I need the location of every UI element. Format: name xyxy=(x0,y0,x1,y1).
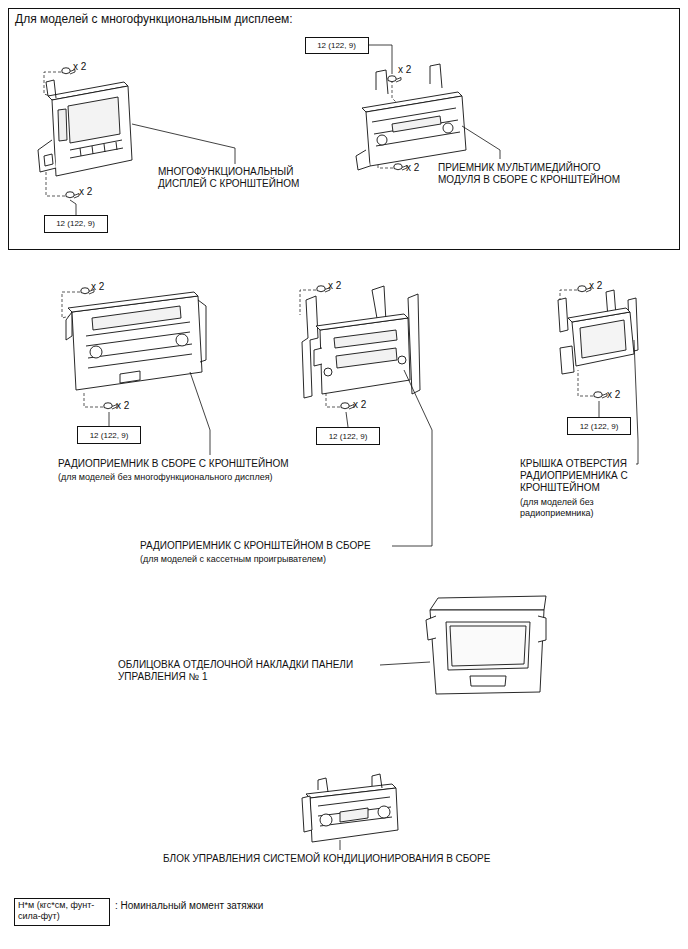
trim-panel-illustration xyxy=(426,596,546,694)
bolt-count: x 2 xyxy=(353,399,366,411)
radio-cover-illustration xyxy=(558,290,638,374)
bolt-count: x 2 xyxy=(328,280,341,292)
cassette-radio-illustration xyxy=(302,286,420,398)
legend-text: : Номинальный момент затяжки xyxy=(115,900,263,911)
torque-value: 12 (122, 9) xyxy=(577,422,622,431)
torque-box: 12 (122, 9) xyxy=(316,427,380,445)
multi-display-illustration xyxy=(38,80,132,176)
torque-box: 12 (122, 9) xyxy=(44,215,108,233)
part-note: (для моделей без многофункционального ди… xyxy=(58,472,273,483)
group-region: Для моделей с многофункциональным диспле… xyxy=(8,8,680,250)
torque-box: 12 (122, 9) xyxy=(567,417,631,435)
bolt-count: x 2 xyxy=(91,281,104,293)
part-name: ОБЛИЦОВКА ОТДЕЛОЧНОЙ НАКЛАДКИ ПАНЕЛИ УПР… xyxy=(118,659,380,683)
radio-illustration xyxy=(66,292,206,390)
torque-box: 12 (122, 9) xyxy=(77,426,141,444)
bolt-count: x 2 xyxy=(116,400,129,412)
torque-value: 12 (122, 9) xyxy=(87,431,132,440)
bolt-count: x 2 xyxy=(406,162,419,174)
bolt-count: x 2 xyxy=(398,64,411,76)
torque-value: 12 (122, 9) xyxy=(314,41,359,50)
part-name: МНОГОФУНКЦИОНАЛЬНЫЙ ДИСПЛЕЙ С КРОНШТЕЙНО… xyxy=(158,166,316,190)
ac-control-illustration xyxy=(302,774,398,842)
bolt-lines xyxy=(44,72,598,407)
part-name: КРЫШКА ОТВЕРСТИЯ РАДИОПРИЕМНИКА С КРОНШТ… xyxy=(520,458,642,494)
torque-unit: Н*м (кгс*см, фунт-сила-фут) xyxy=(15,899,109,923)
part-note: (для моделей без радиоприемника) xyxy=(520,497,620,519)
bolt-count: x 2 xyxy=(73,61,86,73)
part-name: РАДИОПРИЕМНИК В СБОРЕ С КРОНШТЕЙНОМ xyxy=(58,458,289,470)
part-name: ПРИЕМНИК МУЛЬТИМЕДИЙНОГО МОДУЛЯ В СБОРЕ … xyxy=(438,162,643,186)
torque-value: 12 (122, 9) xyxy=(53,219,98,228)
bolt-count: x 2 xyxy=(79,186,92,198)
bolt-count: x 2 xyxy=(589,280,602,292)
part-note: (для моделей с кассетным проигрывателем) xyxy=(140,554,326,565)
legend-box: Н*м (кгс*см, фунт-сила-фут): Номинальный… xyxy=(14,898,110,926)
torque-box: 12 (122, 9) xyxy=(305,37,369,54)
torque-value: 12 (122, 9) xyxy=(326,432,371,441)
region-heading: Для моделей с многофункциональным диспле… xyxy=(9,9,679,29)
part-name: РАДИОПРИЕМНИК С КРОНШТЕЙНОМ В СБОРЕ xyxy=(140,540,371,552)
multimedia-receiver-illustration xyxy=(356,64,466,170)
bolt-symbols xyxy=(62,68,607,409)
bolt-count: x 2 xyxy=(607,389,620,401)
part-name: БЛОК УПРАВЛЕНИЯ СИСТЕМОЙ КОНДИЦИОНИРОВАН… xyxy=(163,853,490,865)
